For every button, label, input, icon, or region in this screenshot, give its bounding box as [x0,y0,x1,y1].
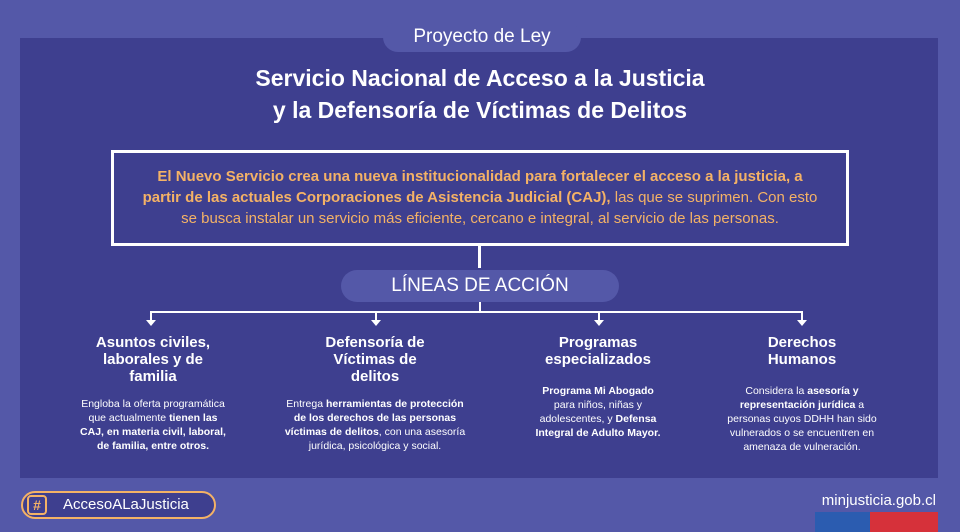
column-body-segment: a personas cuyos DDHH han sido vulnerado… [727,399,877,453]
intro-text: El Nuevo Servicio crea una nueva institu… [140,166,820,229]
page-title: Servicio Nacional de Acceso a la Justici… [150,62,810,126]
hashtag-badge[interactable]: # AccesoALaJusticia [21,491,216,519]
column-body-segment: Engloba la oferta programática que actua… [81,398,225,424]
column-body-segment: herramientas de protección de los derech… [284,398,464,438]
column-victims: Defensoría de Víctimas de delitos Entreg… [275,334,475,453]
column-body: Programa Mi Abogado para niños, niñas y … [498,380,698,440]
tree-connector [479,302,481,312]
hashtag-icon: # [27,495,47,515]
column-body-segment: Defensa Integral de Adulto Mayor. [535,413,661,439]
column-body-segment: , con una asesoría jurídica, psicológica… [308,426,466,452]
hashtag-text: AccesoALaJusticia [63,496,189,513]
intro-bold: El Nuevo Servicio crea una nueva institu… [142,168,803,206]
column-title: Defensoría de Víctimas de delitos [325,334,425,385]
column-body-segment: para niños, niñas y adolescentes, y [539,399,643,425]
website-url[interactable]: minjusticia.gob.cl [821,492,936,509]
column-title: Asuntos civiles, laborales y de familia [95,334,211,385]
arrow-down-icon [594,311,604,326]
flag-stripe-red [870,512,938,532]
column-body: Considera la asesoría y representación j… [702,380,902,454]
column-title: Derechos Humanos [767,334,837,368]
lines-heading: LÍNEAS DE ACCIÓN [341,270,619,302]
column-programs: Programas especializados Programa Mi Abo… [498,334,698,440]
column-body-segment: Considera la [745,385,808,397]
arrow-down-icon [797,311,807,326]
column-body-segment: Entrega [286,398,326,410]
column-body: Engloba la oferta programática que actua… [53,397,253,453]
project-tag: Proyecto de Ley [383,22,581,52]
column-body: Entrega herramientas de protección de lo… [275,397,475,453]
flag-stripe-blue [815,512,870,532]
arrow-down-icon [371,311,381,326]
column-body-segment: Programa Mi Abogado [542,385,654,397]
column-title: Programas especializados [545,334,651,368]
column-human-rights: Derechos Humanos Considera la asesoría y… [702,334,902,454]
title-line-2: y la Defensoría de Víctimas de Delitos [272,97,688,123]
intro-bracket [111,150,849,246]
tree-line [150,311,803,313]
column-civil: Asuntos civiles, laborales y de familia … [53,334,253,453]
arrow-down-icon [146,311,156,326]
intro-regular: las que se suprimen. Con esto se busca i… [181,189,818,227]
column-body-segment: asesoría y representación jurídica [739,385,859,411]
bracket-connector [478,246,481,268]
column-body-segment: tienen las CAJ, en materia civil, labora… [80,412,226,452]
title-line-1: Servicio Nacional de Acceso a la Justici… [255,65,705,91]
